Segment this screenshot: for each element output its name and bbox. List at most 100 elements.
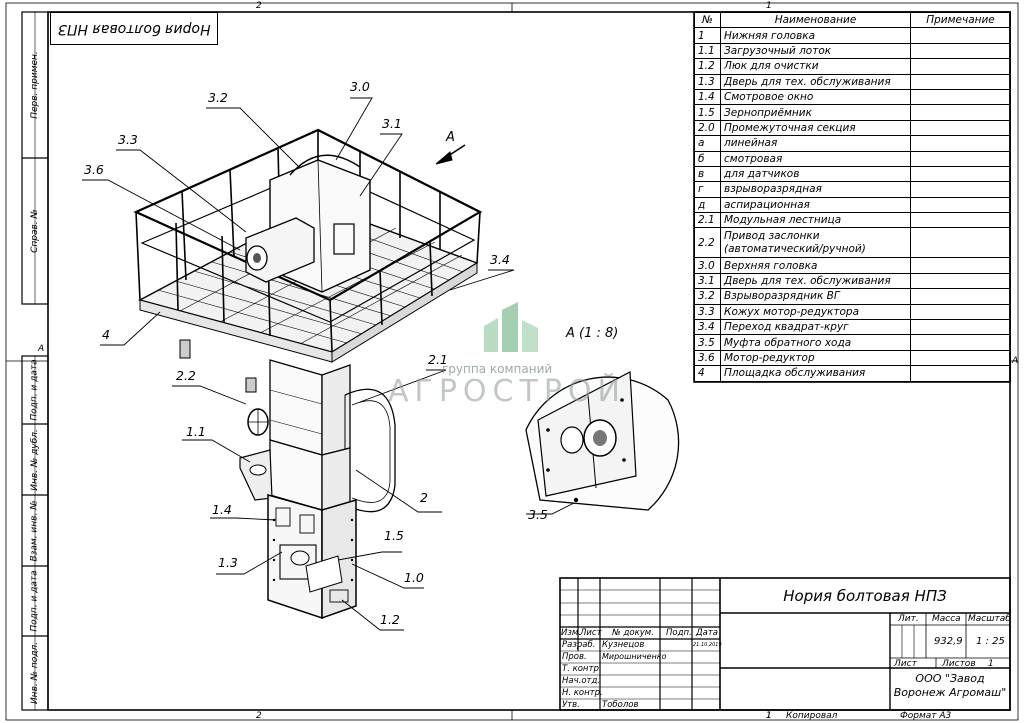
spec-num: 2.0 xyxy=(694,119,721,137)
tb-role-nach: Нач.отд. xyxy=(562,676,601,686)
spec-note xyxy=(910,181,1011,198)
tb-col-izm: Изм. xyxy=(561,628,581,638)
spec-name: Площадка обслуживания xyxy=(720,365,911,382)
tb-person-utv: Тоболов xyxy=(602,700,639,710)
tb-col-list: Лист xyxy=(580,628,602,638)
spec-note xyxy=(910,27,1011,44)
spec-name: Зерноприёмник xyxy=(720,104,911,121)
tb-lit-label: Лит. xyxy=(898,614,919,624)
tb-person-razrab: Кузнецов xyxy=(602,640,645,650)
detail-view-label: А (1 : 8) xyxy=(566,326,619,341)
spec-name: смотровая xyxy=(720,150,911,167)
spec-num: 1.1 xyxy=(694,42,721,60)
view-arrow-label: A xyxy=(446,130,455,145)
tb-scale-label: Масштаб xyxy=(968,614,1011,624)
callout-1-0: 1.0 xyxy=(404,570,424,585)
detail-view-a xyxy=(525,371,680,511)
tb-role-nkontr: Н. контр. xyxy=(562,688,603,698)
spec-num: б xyxy=(694,150,721,167)
spec-num: 1.5 xyxy=(694,104,721,121)
callout-3-0: 3.0 xyxy=(350,79,370,94)
spec-note xyxy=(910,42,1011,60)
spec-name: Дверь для тех. обслуживания xyxy=(720,73,911,90)
elevator-drawing xyxy=(133,128,483,620)
leader-lines xyxy=(82,97,581,631)
spec-note xyxy=(910,104,1011,121)
spec-num: 4 xyxy=(694,365,721,382)
spec-note xyxy=(910,73,1011,90)
spec-num: 1 xyxy=(694,27,721,44)
spec-num: 3.0 xyxy=(694,257,721,274)
spec-num: д xyxy=(694,196,721,214)
spec-note xyxy=(910,365,1011,382)
side-stamp-sign-date-2: Подп. и дата xyxy=(30,570,40,632)
tb-role-tkontr: Т. контр. xyxy=(562,664,602,674)
side-stamp-dup-inv: Инв. № дубл. xyxy=(30,428,41,491)
watermark-title: АГРОСТРОЙ xyxy=(388,374,626,409)
tb-role-razrab: Разраб. xyxy=(562,640,596,650)
spec-note xyxy=(910,227,1011,259)
spec-note xyxy=(910,257,1011,274)
tb-col-sign: Подп. xyxy=(666,628,692,638)
callout-1-5: 1.5 xyxy=(384,528,404,543)
spec-note xyxy=(910,165,1011,183)
spec-note xyxy=(910,349,1011,367)
spec-note xyxy=(910,150,1011,167)
tb-mass-label: Масса xyxy=(932,614,961,624)
title-block-frame xyxy=(559,577,1011,711)
view-arrow-a xyxy=(435,144,466,165)
spec-note xyxy=(910,88,1011,106)
spec-name: Смотровое окно xyxy=(720,88,911,106)
spec-num: 2.1 xyxy=(694,212,721,229)
tb-sheets-value: 1 xyxy=(988,659,994,669)
callout-3-5: 3.5 xyxy=(528,507,548,522)
spec-name: Люк для очистки xyxy=(720,58,911,75)
zone-label-bottom-left: 2 xyxy=(256,711,262,721)
spec-note xyxy=(910,303,1011,321)
callout-2-2: 2.2 xyxy=(176,368,196,383)
agrostroy-logo xyxy=(484,302,538,352)
spec-num: 1.2 xyxy=(694,58,721,75)
spec-name: Промежуточная секция xyxy=(720,119,911,137)
tb-mass-value: 932,9 xyxy=(934,636,963,647)
spec-num: 1.4 xyxy=(694,88,721,106)
spec-note xyxy=(910,288,1011,305)
spec-num: г xyxy=(694,181,721,198)
spec-note xyxy=(910,212,1011,229)
side-stamp-original-inv: Инв. № подл. xyxy=(30,641,40,705)
side-stamp-frame xyxy=(21,11,49,711)
spec-name: для датчиков xyxy=(720,165,911,183)
spec-num: 3.6 xyxy=(694,349,721,367)
callout-4: 4 xyxy=(102,327,110,342)
side-stamp-sign-date-1: Подп. и дата xyxy=(30,359,40,421)
spec-name: линейная xyxy=(720,135,911,152)
spec-note xyxy=(910,135,1011,152)
spec-name: Верхняя головка xyxy=(720,257,911,274)
spec-name: Взрыворазрядник ВГ xyxy=(720,288,911,305)
spec-note xyxy=(910,272,1011,290)
footer-copied: Копировал xyxy=(786,711,838,721)
spec-header-num: № xyxy=(694,11,721,29)
callout-2-1: 2.1 xyxy=(428,352,448,367)
tb-scale-value: 1 : 25 xyxy=(976,636,1005,647)
spec-num: 2.2 xyxy=(694,227,721,259)
spec-num: 3.2 xyxy=(694,288,721,305)
spec-name: Нижняя головка xyxy=(720,27,911,44)
spec-name: Переход квадрат-круг xyxy=(720,319,911,336)
callout-1-3: 1.3 xyxy=(218,555,238,570)
